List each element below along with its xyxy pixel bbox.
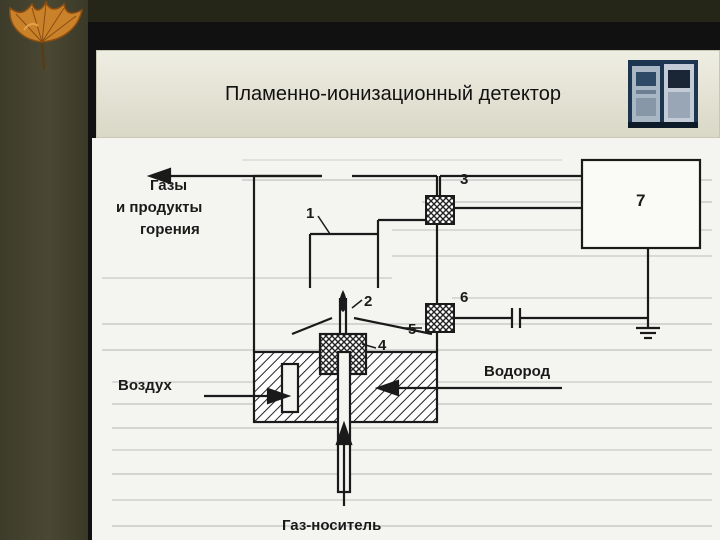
leader-lines xyxy=(317,215,422,349)
hydrogen-inlet-arrow xyxy=(374,379,562,397)
label-number-5: 5 xyxy=(408,321,416,338)
label-number-7: 7 xyxy=(636,191,645,210)
flame-ionization-detector-diagram: Газы и продукты горения Воздух Водород Г… xyxy=(92,138,720,540)
label-gases-line2: и продукты xyxy=(116,199,202,216)
instrument-photo-icon xyxy=(628,60,698,128)
autumn-leaf-icon xyxy=(9,0,84,71)
flame-icon xyxy=(339,290,347,312)
carrier-gas-arrow xyxy=(335,420,353,506)
label-gases-line1: Газы xyxy=(150,177,187,194)
exhaust-arrow xyxy=(146,167,322,185)
title-bar xyxy=(96,50,720,138)
slide-title: Пламенно-ионизационный детектор xyxy=(224,82,561,105)
label-number-4: 4 xyxy=(378,337,387,354)
label-air: Воздух xyxy=(118,377,172,394)
label-number-6: 6 xyxy=(460,289,468,306)
insulator-6 xyxy=(425,303,455,333)
label-number-2: 2 xyxy=(364,293,372,310)
label-gases-line3: горения xyxy=(140,221,200,238)
detector-chamber xyxy=(252,174,660,478)
left-decor-strip xyxy=(0,0,88,540)
label-number-1: 1 xyxy=(306,205,314,222)
air-inlet-arrow xyxy=(204,387,292,405)
electrometer-box xyxy=(580,158,702,250)
label-number-3: 3 xyxy=(460,171,468,188)
insulator-3 xyxy=(425,195,455,225)
top-decor-band xyxy=(88,0,720,22)
label-hydrogen: Водород xyxy=(484,363,551,380)
label-carrier-gas: Газ-носитель xyxy=(282,517,381,534)
